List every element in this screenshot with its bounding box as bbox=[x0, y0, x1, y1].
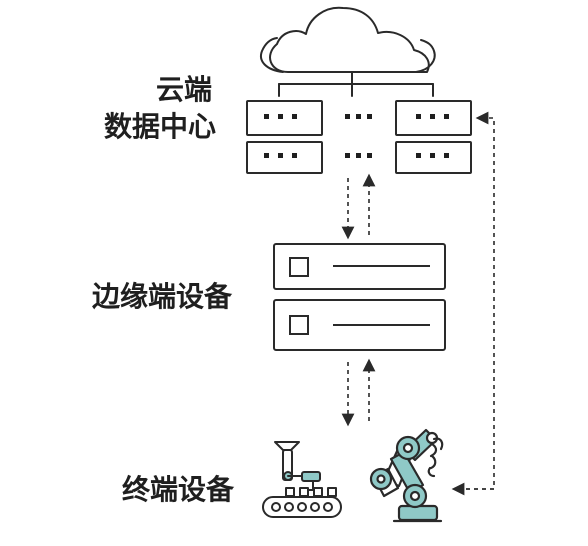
server-lights bbox=[264, 114, 449, 158]
cloud-server-connector bbox=[278, 71, 434, 97]
server-icon bbox=[246, 100, 472, 174]
terminal-device-label: 终端设备 bbox=[122, 473, 235, 506]
robotic-arm-icon bbox=[369, 428, 444, 523]
cloud-label-line2: 数据中心 bbox=[104, 110, 217, 143]
assembly-line-icon bbox=[262, 441, 342, 518]
cloud-edge-arrows bbox=[341, 173, 376, 240]
edge-device-label: 边缘端设备 bbox=[92, 280, 233, 313]
edge-terminal-arrows bbox=[341, 358, 376, 427]
server-ellipsis bbox=[345, 114, 372, 158]
cloud-label-line1: 云端 bbox=[156, 73, 213, 106]
cloud-icon bbox=[260, 6, 436, 73]
edge-device-icon bbox=[273, 243, 446, 351]
